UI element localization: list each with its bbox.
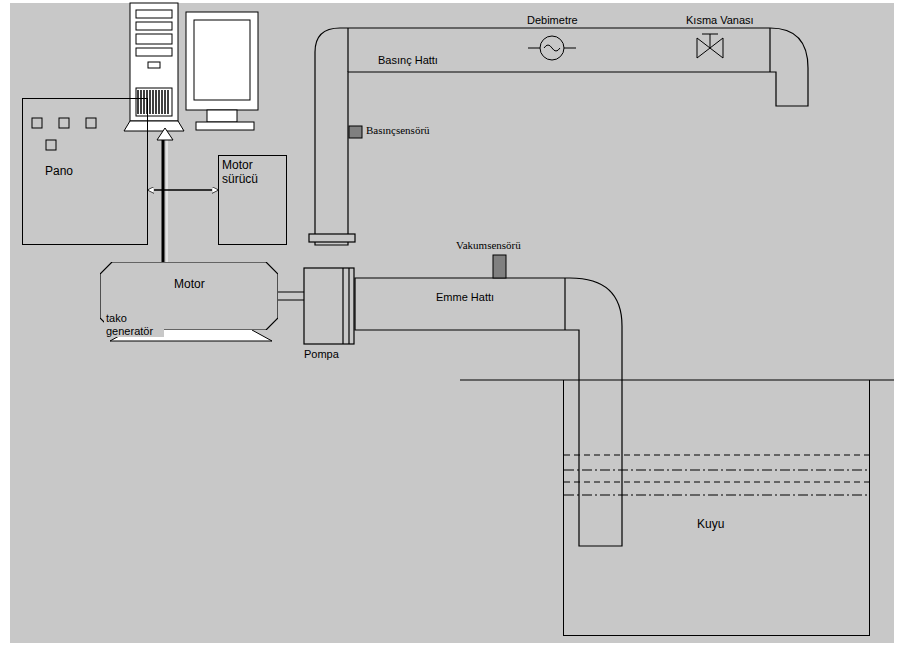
vacuum-sensor <box>493 255 506 278</box>
signal-arrow <box>157 128 173 140</box>
panel-buttons <box>32 118 42 128</box>
computer-tower <box>136 10 172 18</box>
water-levels <box>564 470 869 471</box>
signal-arrow <box>162 138 165 262</box>
pressure-pipe <box>309 28 808 245</box>
computer-tower <box>136 34 172 44</box>
panel-box: Pano <box>22 98 148 245</box>
computer-monitor <box>207 110 237 122</box>
computer-tower <box>138 90 168 114</box>
sensor-label: Vakumsensörü <box>456 239 521 252</box>
sensor-label: Basınçsensörü <box>366 124 430 137</box>
pump-body <box>348 268 349 344</box>
pressure-sensor <box>349 126 362 138</box>
signal-arrow <box>157 128 173 262</box>
suction-pipe <box>355 278 622 546</box>
flowmeter-symbol <box>540 36 564 60</box>
pump-body <box>342 268 343 344</box>
pressure-sensor <box>349 126 362 138</box>
valve-label: Kısma Vanası <box>686 14 754 27</box>
node-text: Kuyu <box>697 518 869 532</box>
water-levels <box>564 482 869 483</box>
node-text: Motor sürücü <box>222 159 283 187</box>
pump-body <box>304 268 354 344</box>
suction-pipe <box>355 278 622 546</box>
panel-buttons <box>32 118 96 150</box>
driver-box: Motor sürücü <box>218 155 287 245</box>
flowmeter-symbol <box>544 45 560 51</box>
pipe-label: Emme Hattı <box>436 291 494 304</box>
part-label: Pompa <box>304 348 339 361</box>
pressure-pipe <box>309 234 355 242</box>
part-label: tako generatör <box>104 312 164 337</box>
throttle-valve-symbol <box>697 34 723 58</box>
computer-tower <box>124 3 184 131</box>
water-levels <box>564 455 869 495</box>
computer-tower <box>130 3 178 121</box>
motor-parts <box>278 300 305 301</box>
motor-parts <box>278 292 305 293</box>
pipe-label: Basınç Hattı <box>378 54 438 67</box>
signal-arrow <box>167 138 168 262</box>
computer-tower <box>136 48 172 56</box>
computer-monitor <box>186 12 258 130</box>
water-levels <box>564 455 869 456</box>
suction-pipe <box>564 278 565 330</box>
panel-buttons <box>86 118 96 128</box>
computer-tower <box>124 121 184 131</box>
instrument-label: Debimetre <box>527 14 578 27</box>
throttle-valve-symbol <box>710 34 711 48</box>
pressure-pipe <box>315 28 808 245</box>
computer-monitor <box>196 122 254 130</box>
node-text: Motor <box>174 278 278 292</box>
vacuum-sensor <box>493 255 506 278</box>
pressure-pipe <box>769 28 770 72</box>
panel-buttons <box>46 140 56 150</box>
computer-monitor <box>186 12 258 110</box>
computer-tower <box>136 88 172 116</box>
pump-body <box>304 268 354 344</box>
node-text: Pano <box>45 165 147 179</box>
well-tank: Kuyu <box>563 380 870 636</box>
water-levels <box>564 495 869 496</box>
background <box>10 3 894 643</box>
throttle-valve-symbol <box>702 34 718 35</box>
computer-tower <box>136 22 172 30</box>
signal-connector <box>148 189 218 191</box>
pressure-pipe <box>347 28 348 72</box>
panel-buttons <box>59 118 69 128</box>
computer-monitor <box>194 20 250 100</box>
flowmeter-symbol <box>528 36 576 60</box>
computer-tower <box>148 62 160 68</box>
